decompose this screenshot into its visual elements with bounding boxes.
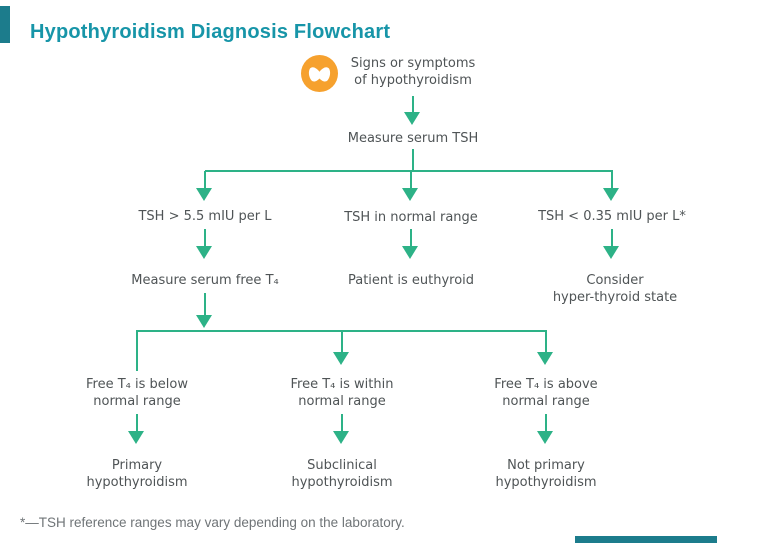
thyroid-icon-glyph	[308, 67, 331, 82]
t4-above-label: Free T₄ is above normal range	[494, 377, 598, 409]
arrow-subclinical-line	[341, 414, 343, 431]
tsh-branch-mid-head	[402, 188, 418, 201]
footnote: *—TSH reference ranges may vary dependin…	[20, 515, 405, 530]
tsh-branch-hline	[205, 170, 613, 172]
tsh-branch-left-line	[204, 171, 206, 188]
tsh-low-label: TSH < 0.35 mIU per L*	[538, 209, 686, 224]
subclinical-hypothyroidism-label: Subclinical hypothyroidism	[291, 458, 393, 490]
start-node-label: Signs or symptoms of hypothyroidism	[350, 56, 476, 88]
arrow-t4-line	[204, 293, 206, 315]
arrow-start-to-tsh-line	[412, 96, 414, 113]
t4-branch-left-line	[136, 331, 138, 371]
arrow-tsh-high-line	[204, 229, 206, 246]
top-left-accent-bar	[0, 6, 10, 43]
tsh-stub-line	[412, 149, 414, 171]
tsh-normal-label: TSH in normal range	[344, 210, 478, 225]
arrow-start-to-tsh-head	[404, 112, 420, 125]
t4-branch-mid-head	[333, 352, 349, 365]
tsh-branch-mid-line	[410, 171, 412, 188]
bottom-right-accent-bar	[575, 536, 717, 543]
arrow-tsh-low-line	[611, 229, 613, 246]
primary-hypothyroidism-label: Primary hypothyroidism	[86, 458, 188, 490]
arrow-tsh-normal-line	[410, 229, 412, 246]
consider-hyperthyroid-label: Consider hyper-thyroid state	[552, 273, 678, 305]
arrow-subclinical-head	[333, 431, 349, 444]
measure-free-t4-label: Measure serum free T₄	[131, 273, 279, 288]
tsh-branch-left-head	[196, 188, 212, 201]
arrow-primary-line	[136, 414, 138, 431]
arrow-notprimary-line	[545, 414, 547, 431]
tsh-high-label: TSH > 5.5 mIU per L	[138, 209, 272, 224]
arrow-tsh-normal-head	[402, 246, 418, 259]
t4-branch-right-head	[537, 352, 553, 365]
not-primary-hypothyroidism-label: Not primary hypothyroidism	[495, 458, 597, 490]
page-title: Hypothyroidism Diagnosis Flowchart	[30, 21, 391, 43]
t4-below-label: Free T₄ is below normal range	[86, 377, 188, 409]
arrow-notprimary-head	[537, 431, 553, 444]
euthyroid-label: Patient is euthyroid	[347, 273, 475, 288]
tsh-branch-right-head	[603, 188, 619, 201]
t4-within-label: Free T₄ is within normal range	[290, 377, 394, 409]
arrow-tsh-low-head	[603, 246, 619, 259]
arrow-tsh-high-head	[196, 246, 212, 259]
arrow-t4-head	[196, 315, 212, 328]
arrow-primary-head	[128, 431, 144, 444]
t4-branch-mid-line	[341, 331, 343, 352]
thyroid-icon	[301, 55, 338, 92]
tsh-branch-right-line	[611, 171, 613, 188]
t4-branch-right-line	[545, 331, 547, 352]
measure-tsh-label: Measure serum TSH	[347, 131, 479, 146]
